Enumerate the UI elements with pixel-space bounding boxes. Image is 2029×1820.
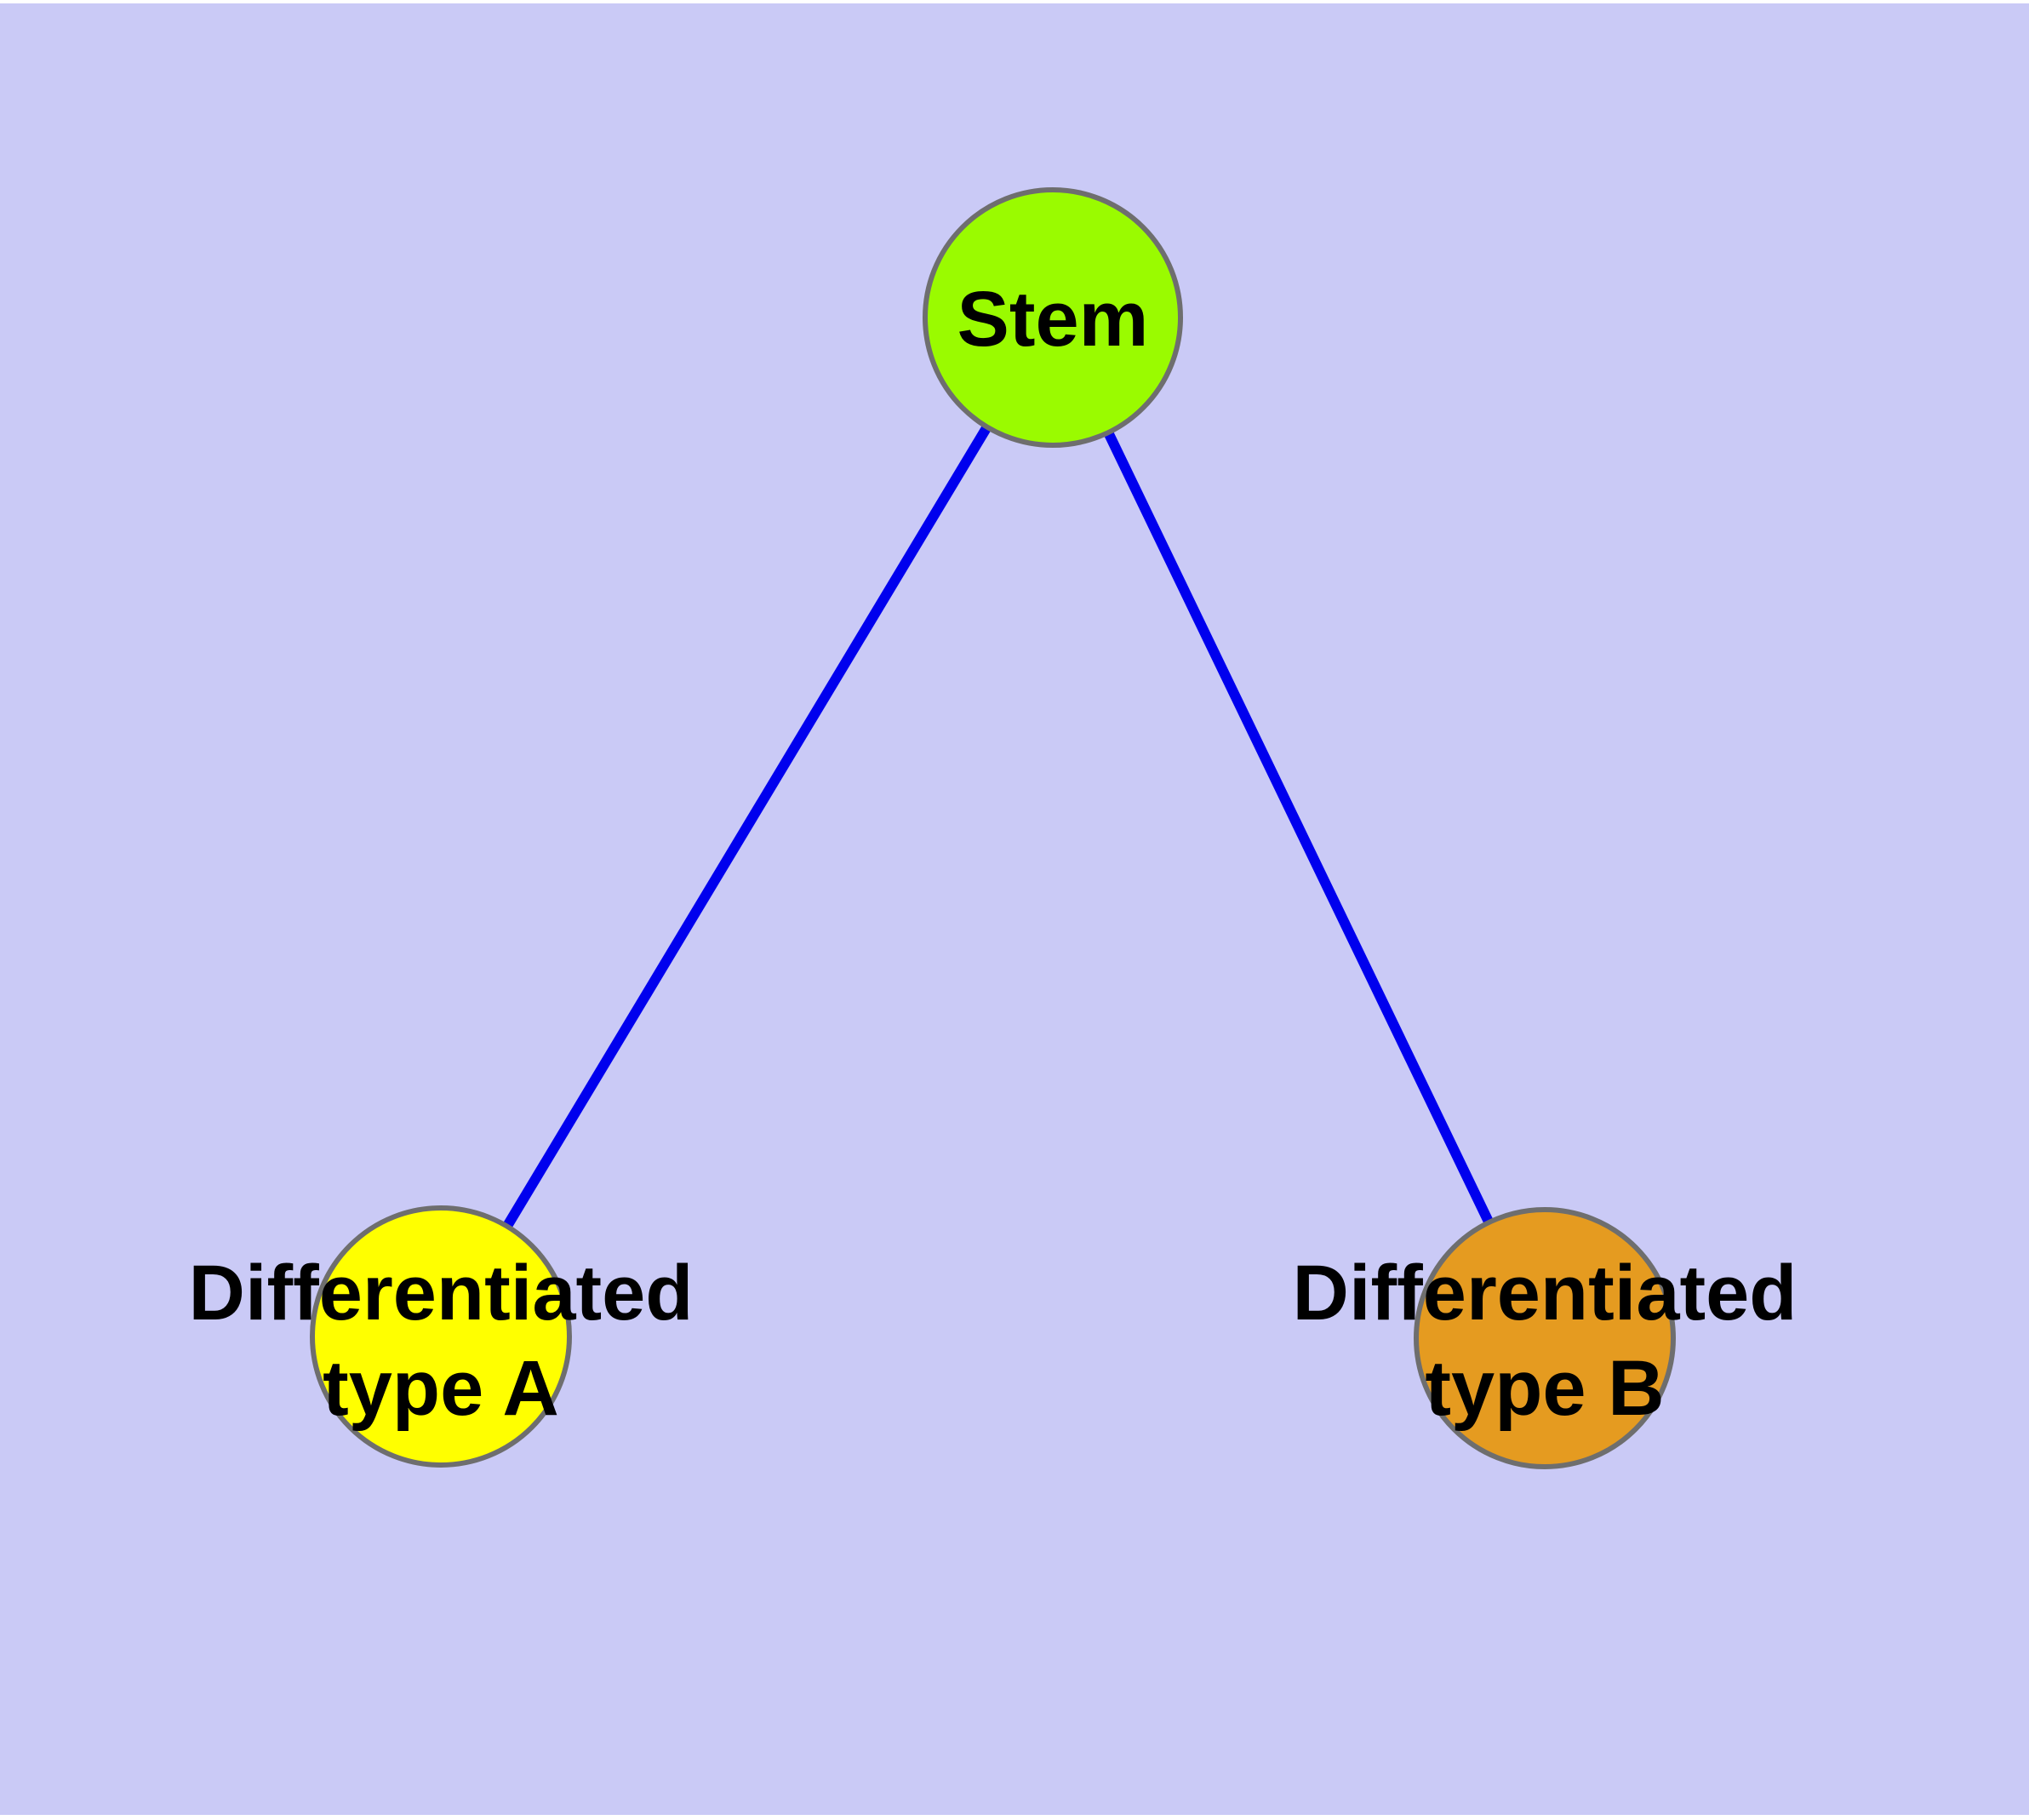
edge-stem-to-type-b xyxy=(1048,315,1550,1341)
node-type-a-label-line2: type A xyxy=(323,1345,559,1432)
node-type-a-label-line1: Differentiated xyxy=(189,1250,694,1336)
node-differentiated-type-b xyxy=(1414,1207,1676,1469)
edge-stem-to-type-a xyxy=(436,314,1058,1340)
node-type-b-label-line2: type B xyxy=(1425,1345,1664,1432)
node-stem-label: Stem xyxy=(957,276,1149,363)
node-differentiated-type-a xyxy=(310,1205,572,1468)
node-stem xyxy=(923,187,1183,448)
node-type-b-label-line1: Differentiated xyxy=(1293,1250,1798,1336)
